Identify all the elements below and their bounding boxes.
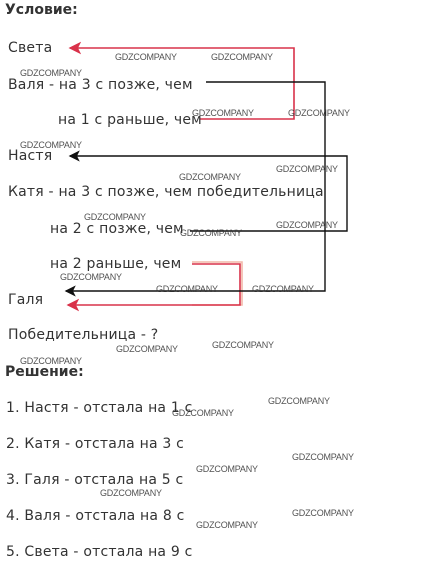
watermark: GDZCOMPANY [60,272,122,282]
watermark: GDZCOMPANY [212,340,274,350]
watermark: GDZCOMPANY [252,284,314,294]
watermark: GDZCOMPANY [20,356,82,366]
line-valya-2: на 1 с раньше, чем [58,112,202,128]
watermark: GDZCOMPANY [115,52,177,62]
line-sveta: Света [8,40,53,56]
solution-item-3: 3. Галя - отстала на 5 с [6,472,184,488]
watermark: GDZCOMPANY [288,108,350,118]
line-question: Победительница - ? [8,327,159,343]
watermark: GDZCOMPANY [292,508,354,518]
solution-item-5: 5. Света - отстала на 9 с [6,544,193,560]
watermark: GDZCOMPANY [192,108,254,118]
watermark: GDZCOMPANY [196,520,258,530]
line-katya-2: на 2 с позже, чем [50,221,184,237]
watermark: GDZCOMPANY [276,164,338,174]
watermark: GDZCOMPANY [268,396,330,406]
line-nastya: Настя [8,148,53,164]
watermark: GDZCOMPANY [276,220,338,230]
solution-item-2: 2. Катя - отстала на 3 с [6,436,185,452]
watermark: GDZCOMPANY [156,284,218,294]
watermark: GDZCOMPANY [20,140,82,150]
line-katya: Катя - на 3 с позже, чем победительница [8,184,324,200]
solution-item-4: 4. Валя - отстала на 8 с [6,508,185,524]
watermark: GDZCOMPANY [179,172,241,182]
watermark: GDZCOMPANY [20,68,82,78]
line-katya-3: на 2 раньше, чем [50,256,182,272]
solution-item-1: 1. Настя - отстала на 1 с [6,400,193,416]
watermark: GDZCOMPANY [196,464,258,474]
watermark: GDZCOMPANY [100,488,162,498]
condition-heading: Условие: [5,2,78,18]
solution-heading: Решение: [5,364,84,380]
watermark: GDZCOMPANY [180,228,242,238]
line-galya: Галя [8,292,44,308]
watermark: GDZCOMPANY [292,452,354,462]
watermark: GDZCOMPANY [116,344,178,354]
watermark: GDZCOMPANY [211,52,273,62]
line-valya: Валя - на 3 с позже, чем [8,77,193,93]
watermark: GDZCOMPANY [84,212,146,222]
watermark: GDZCOMPANY [172,408,234,418]
